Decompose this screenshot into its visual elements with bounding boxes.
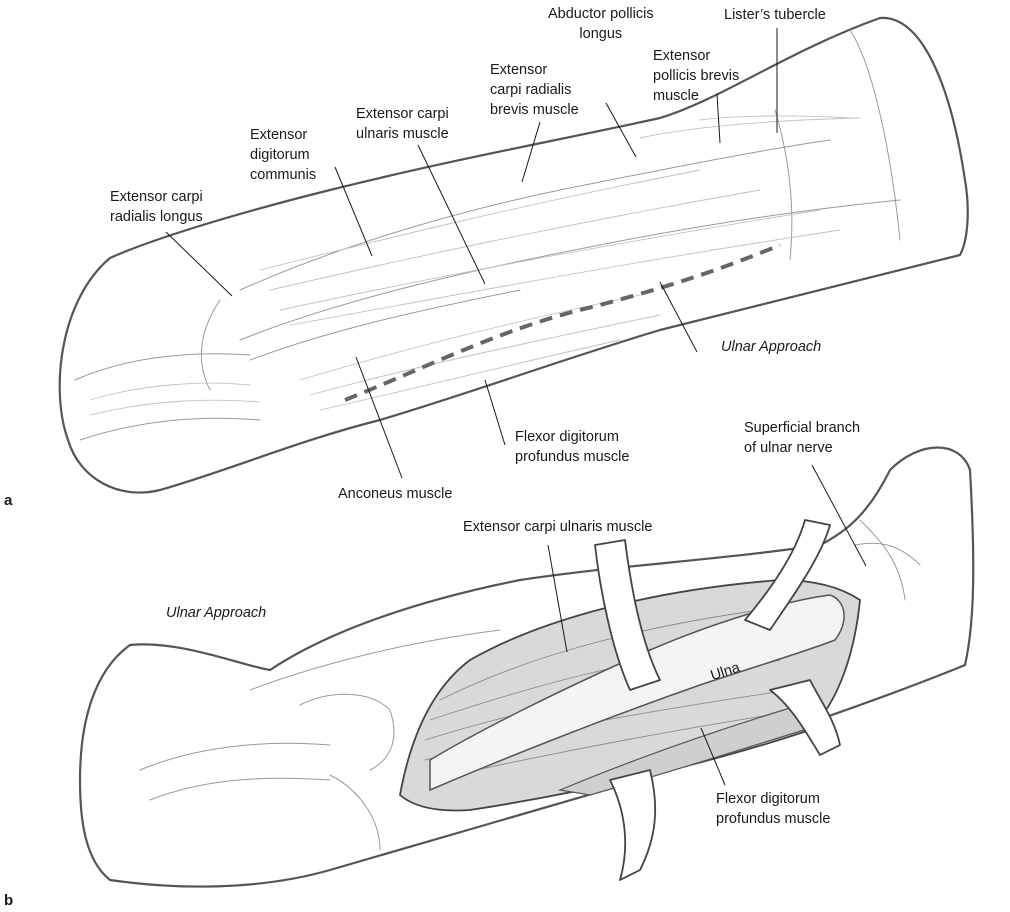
label-extensor-pollicis-brevis: Extensor pollicis brevis muscle — [653, 46, 739, 106]
label-line: Extensor — [490, 62, 548, 78]
ulna-bone — [429, 594, 845, 792]
label-extensor-carpi-radialis-brevis: Extensor carpi radialis brevis muscle — [490, 60, 579, 120]
label-abductor-pollicis-longus: Abductor pollicis longus — [548, 4, 654, 44]
label-line: radialis longus — [110, 209, 203, 225]
label-line: profundus muscle — [515, 449, 630, 465]
label-flexor-digitorum-profundus-b: Flexor digitorum profundus muscle — [716, 789, 830, 829]
label-extensor-carpi-ulnaris-b: Extensor carpi ulnaris muscle — [463, 517, 652, 537]
panel-b-forearm-drawing — [78, 446, 975, 888]
panel-a-letter: a — [4, 492, 13, 509]
label-line: Superficial branch — [744, 420, 861, 436]
label-line: brevis muscle — [490, 102, 579, 118]
label-listers-tubercle: Lister’s tubercle — [724, 5, 826, 25]
label-line: pollicis brevis — [653, 68, 740, 84]
label-line: Extensor — [250, 127, 308, 143]
retractor-4 — [769, 679, 841, 756]
label-line: Lister’s tubercle — [724, 7, 826, 23]
label-line: ulnaris muscle — [356, 126, 449, 142]
label-line: of ulnar nerve — [744, 440, 833, 456]
forearm-b-outline — [78, 446, 975, 888]
retractor-1 — [594, 539, 661, 691]
label-line: profundus muscle — [716, 811, 831, 827]
label-line: Extensor carpi ulnaris muscle — [463, 519, 653, 535]
panel-a-forearm-drawing — [58, 16, 969, 494]
label-line: Flexor digitorum — [515, 429, 619, 445]
label-line: Abductor pollicis — [548, 6, 654, 22]
label-ulnar-approach-b: Ulnar Approach — [166, 605, 267, 621]
label-line: Anconeus muscle — [338, 486, 453, 502]
label-superficial-branch-ulnar-nerve: Superficial branch of ulnar nerve — [744, 418, 860, 458]
label-flexor-digitorum-profundus-a: Flexor digitorum profundus muscle — [515, 427, 629, 467]
leader-lines — [165, 28, 867, 786]
label-line: Extensor carpi — [110, 189, 203, 205]
label-line: Extensor — [653, 48, 711, 64]
label-line: longus — [579, 26, 623, 42]
label-ulnar-approach-a: Ulnar Approach — [721, 339, 822, 355]
label-anconeus-muscle: Anconeus muscle — [338, 484, 452, 504]
label-line: carpi radialis — [490, 82, 572, 98]
label-extensor-digitorum-communis: Extensor digitorum communis — [250, 125, 316, 185]
label-line: digitorum — [250, 147, 310, 163]
label-extensor-carpi-ulnaris-a: Extensor carpi ulnaris muscle — [356, 104, 449, 144]
label-line: Extensor carpi — [356, 106, 449, 122]
label-line: Flexor digitorum — [716, 791, 820, 807]
label-extensor-carpi-radialis-longus: Extensor carpi radialis longus — [110, 187, 203, 227]
label-line: muscle — [653, 88, 699, 104]
panel-b-letter: b — [4, 892, 14, 909]
ulnar-approach-incision-line — [344, 243, 781, 402]
retractor-3 — [609, 769, 657, 881]
retractor-2 — [744, 519, 831, 631]
label-line: communis — [250, 167, 317, 183]
forearm-a-outline — [58, 16, 969, 494]
